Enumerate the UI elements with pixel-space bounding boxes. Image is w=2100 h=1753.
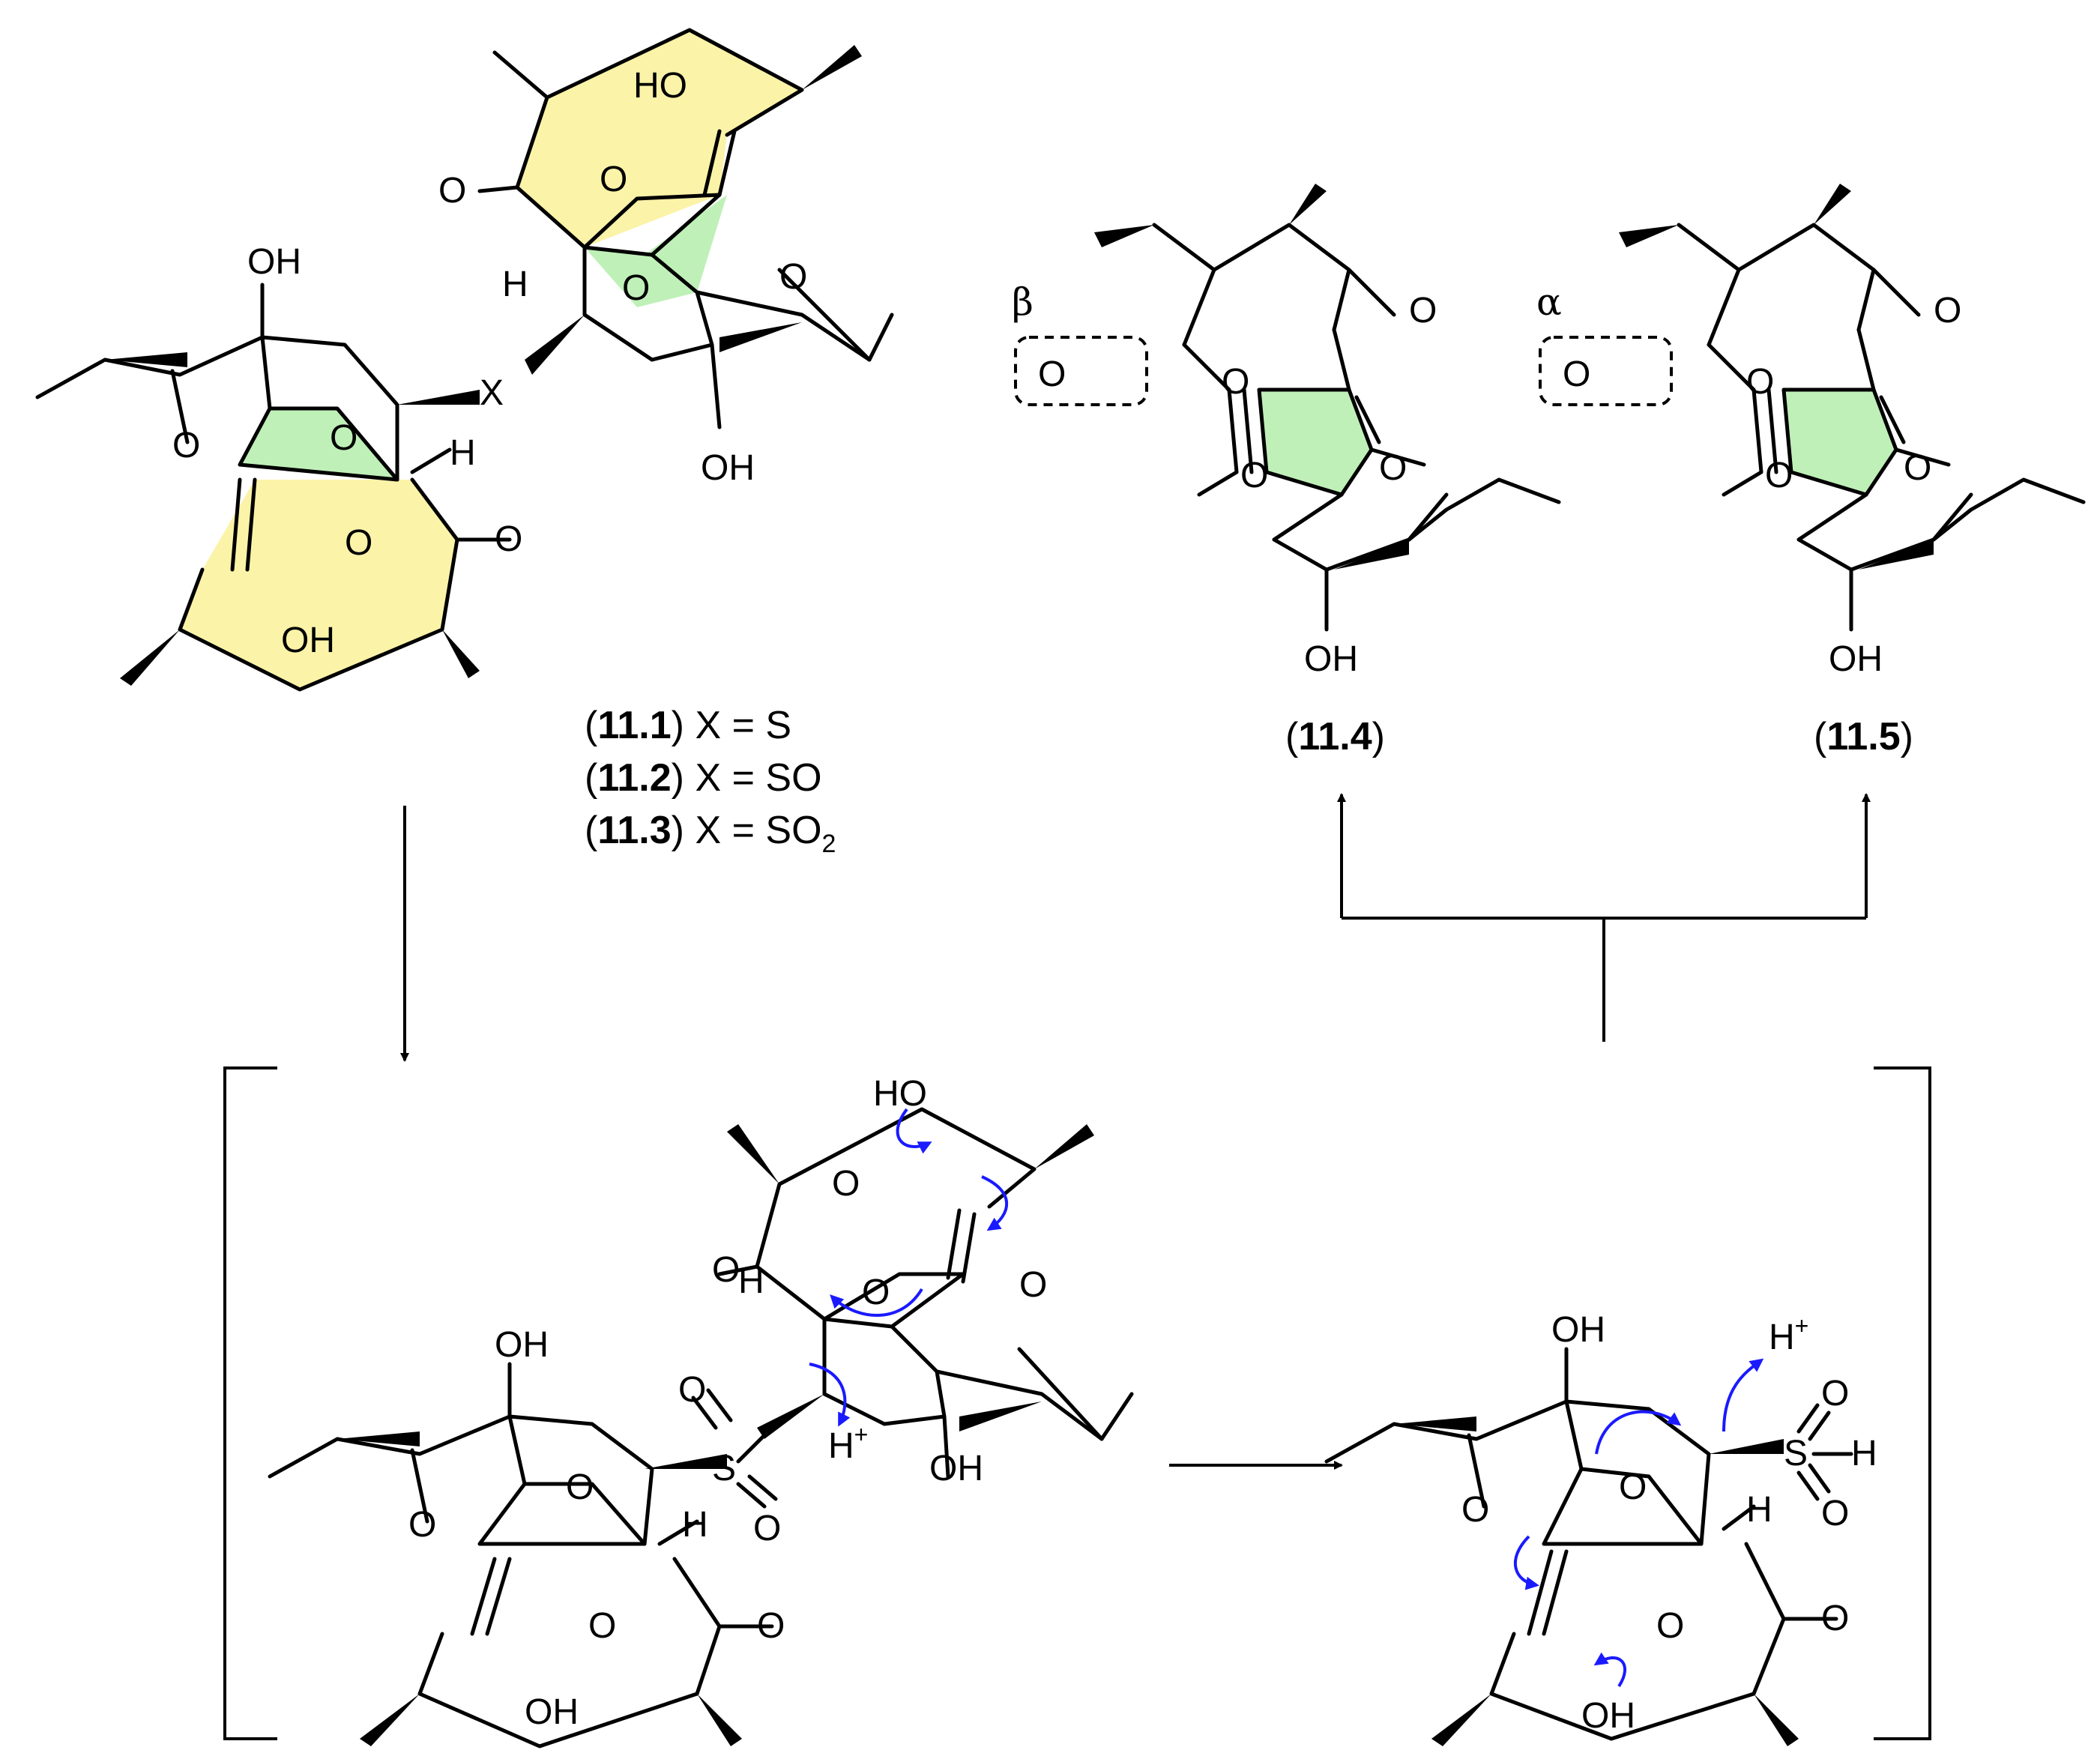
lower-lactone-carbonyl-o: O xyxy=(345,523,372,563)
upper-h: H xyxy=(502,265,528,304)
upper-ether-o: O xyxy=(779,257,807,297)
upper-macrocycle-highlight xyxy=(517,30,802,247)
lactone-highlight-11-5 xyxy=(1784,390,1896,495)
int-h-plus: H+ xyxy=(828,1421,868,1466)
int-upper-ether-o: O xyxy=(1019,1265,1047,1305)
right-bracket xyxy=(1874,1066,1931,1740)
intermediate-sulfone-dimer: O HO O O O H OH S O O H+ OH O O O O OH H xyxy=(268,1074,1134,1749)
upper-enol-ho: HO xyxy=(633,66,687,106)
curly-arrow-proton xyxy=(809,1363,851,1427)
lower-h: H xyxy=(450,433,476,473)
sa-sulfur: S xyxy=(1784,1434,1808,1473)
enone-o-11-5: O xyxy=(1563,354,1590,394)
product-structure-11-4: β O O O O O OH (11.4) xyxy=(1012,184,1561,758)
int-upper-oh: OH xyxy=(929,1449,983,1488)
ketone-o-11-5: O xyxy=(1934,291,1961,331)
curly-arrow-enol xyxy=(896,1108,932,1154)
lower-top-oh: OH xyxy=(247,242,301,282)
upper-ketone-o: O xyxy=(438,171,466,211)
reaction-arrows xyxy=(400,793,1871,1470)
sa-curly-arrow-enol xyxy=(1593,1652,1627,1688)
caption-11-2: (11.2) X = SO xyxy=(585,756,822,800)
int-upper-lactone-carbonyl-o: O xyxy=(832,1164,860,1204)
int-lower-lactone-ring-o: O xyxy=(566,1467,594,1507)
sa-lactone-carbonyl-o: O xyxy=(1656,1606,1684,1646)
sa-curly-arrow-alkene xyxy=(1514,1535,1539,1590)
int-lower-ether-o: O xyxy=(408,1505,436,1545)
lactone-ring-o-11-5: O xyxy=(1765,456,1793,495)
caption-11-1: (11.1) X = S xyxy=(585,704,791,747)
caption-11-5: (11.5) xyxy=(1814,715,1913,758)
beta-label: β xyxy=(1012,280,1034,324)
upper-lactone-carbonyl-o: O xyxy=(600,160,627,199)
caption-group-11-1-to-11-3: (11.1) X = S (11.2) X = SO (11.3) X = SO… xyxy=(585,704,836,858)
dimer-structure-11-1: O HO O O O H OH X OH O O O O OH H xyxy=(35,28,894,692)
int-sulfur: S xyxy=(712,1449,736,1488)
curly-arrow-alkene xyxy=(981,1175,1009,1231)
int-sulfone-o-top: O xyxy=(678,1370,706,1410)
int-upper-h: H xyxy=(738,1261,764,1301)
alpha-label: α xyxy=(1536,280,1562,324)
product-structure-11-5: α O O O O O OH (11.5) xyxy=(1536,184,2086,758)
int-upper-enol-ho: HO xyxy=(873,1074,927,1114)
dashed-carbonyl-box-11-5 xyxy=(1539,336,1673,406)
ether-o-11-5: O xyxy=(1904,448,1931,488)
enone-o-11-4: O xyxy=(1038,354,1066,394)
caption-11-3: (11.3) X = SO2 xyxy=(585,809,836,858)
lactone-carbonyl-o-11-4: O xyxy=(1222,362,1249,402)
left-bracket xyxy=(223,1066,277,1740)
upper-lactone-ring-o: O xyxy=(622,268,650,308)
int-upper-ketone-o: O xyxy=(712,1250,740,1290)
bridge-x: X xyxy=(480,373,504,413)
int-lower-enol-oh: OH xyxy=(525,1692,579,1732)
lactone-carbonyl-o-11-5: O xyxy=(1746,362,1774,402)
sa-enol-oh: OH xyxy=(1581,1696,1635,1736)
upper-oh: OH xyxy=(701,448,755,488)
lactone-highlight-11-4 xyxy=(1259,390,1372,495)
int-upper-lactone-ring-o: O xyxy=(862,1273,890,1312)
lactone-ring-o-11-4: O xyxy=(1240,456,1268,495)
sa-curly-arrow-proton xyxy=(1722,1358,1764,1432)
lower-lactone-ring-o: O xyxy=(330,418,357,458)
sa-h: H xyxy=(1746,1490,1772,1530)
lower-lactone-highlight xyxy=(240,408,397,480)
sa-s-h: H xyxy=(1851,1434,1877,1473)
int-sulfone-o-bottom: O xyxy=(753,1509,781,1548)
curly-arrow-lactone xyxy=(830,1288,923,1317)
intermediate-sulfinic-acid: OH O O O O OH H S O H O H+ xyxy=(1324,1310,1877,1746)
sa-curly-arrow-lactone xyxy=(1595,1410,1682,1455)
lower-ether-o: O xyxy=(172,426,200,465)
ether-o-11-4: O xyxy=(1379,448,1407,488)
sa-top-oh: OH xyxy=(1551,1310,1605,1350)
oh-11-4: OH xyxy=(1304,639,1358,679)
sa-o-top: O xyxy=(1821,1374,1849,1413)
sa-ether-o: O xyxy=(1461,1490,1489,1530)
sa-lactone-ring-o: O xyxy=(1619,1467,1647,1507)
int-lower-h: H xyxy=(682,1505,708,1545)
int-lower-lactone-carbonyl-o: O xyxy=(588,1606,616,1646)
oh-11-5: OH xyxy=(1829,639,1883,679)
caption-11-4: (11.4) xyxy=(1285,715,1385,758)
lower-enol-oh: OH xyxy=(281,621,335,660)
lower-ketone-o: O xyxy=(495,519,522,559)
sa-ketone-o: O xyxy=(1821,1599,1849,1638)
int-lower-ketone-o: O xyxy=(757,1606,785,1646)
int-lower-top-oh: OH xyxy=(495,1325,549,1365)
dashed-carbonyl-box-11-4 xyxy=(1014,336,1148,406)
sa-h-plus: H+ xyxy=(1769,1312,1808,1357)
ketone-o-11-4: O xyxy=(1409,291,1437,331)
sa-o-bottom: O xyxy=(1821,1494,1849,1533)
